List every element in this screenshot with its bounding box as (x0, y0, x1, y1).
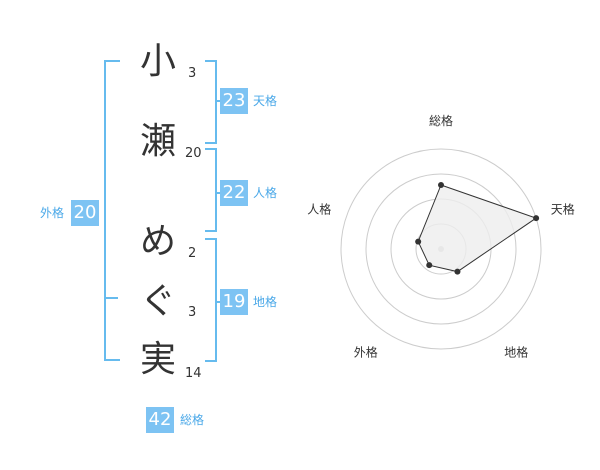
tenkaku-label: 天格 (253, 94, 278, 108)
chikaku-label: 地格 (253, 295, 278, 309)
name-char-3: め (139, 221, 176, 262)
gaikaku-label: 外格 (40, 206, 65, 220)
chikaku-connector (217, 301, 222, 303)
stroke-count-4: 3 (188, 305, 197, 320)
jinkaku-bracket (205, 148, 217, 232)
tenkaku-badge: 23 (220, 88, 248, 114)
radar-point-1 (533, 215, 540, 222)
tenkaku-connector (217, 100, 222, 102)
name-char-1: 小 (139, 41, 176, 82)
stroke-count-3: 2 (188, 246, 197, 261)
gaikaku-bracket-inner (104, 297, 118, 299)
name-char-4: ぐ (139, 281, 176, 322)
stroke-count-2: 20 (185, 146, 202, 161)
chikaku-bracket (205, 238, 217, 362)
radar-point-4 (415, 238, 422, 245)
name-char-5: 実 (139, 339, 176, 380)
radar-point-3 (426, 262, 433, 269)
soukaku-badge: 42 (146, 407, 174, 433)
name-char-2: 瀬 (139, 121, 176, 162)
radar-grid-ring (340, 148, 542, 350)
jinkaku-connector (217, 192, 222, 194)
radar-point-0 (438, 182, 444, 188)
radar-polygon (417, 184, 538, 273)
radar-axis-label-3: 外格 (354, 345, 378, 360)
stroke-count-1: 3 (188, 66, 197, 81)
jinkaku-label: 人格 (253, 186, 278, 200)
tenkaku-bracket (205, 60, 217, 144)
jinkaku-badge: 22 (220, 180, 248, 206)
chikaku-badge: 19 (220, 289, 248, 315)
radar-axis-label-2: 地格 (504, 345, 528, 360)
radar-grid-ring (365, 173, 517, 325)
gaikaku-bracket-outer (104, 60, 120, 361)
radar-axis-label-4: 人格 (307, 201, 331, 216)
radar-axis-label-0: 総格 (429, 113, 453, 128)
radar-point-2 (454, 268, 461, 275)
stroke-count-5: 14 (185, 366, 202, 381)
soukaku-label: 総格 (180, 413, 205, 427)
radar-axis-label-1: 天格 (551, 201, 575, 216)
gaikaku-badge: 20 (71, 200, 99, 226)
